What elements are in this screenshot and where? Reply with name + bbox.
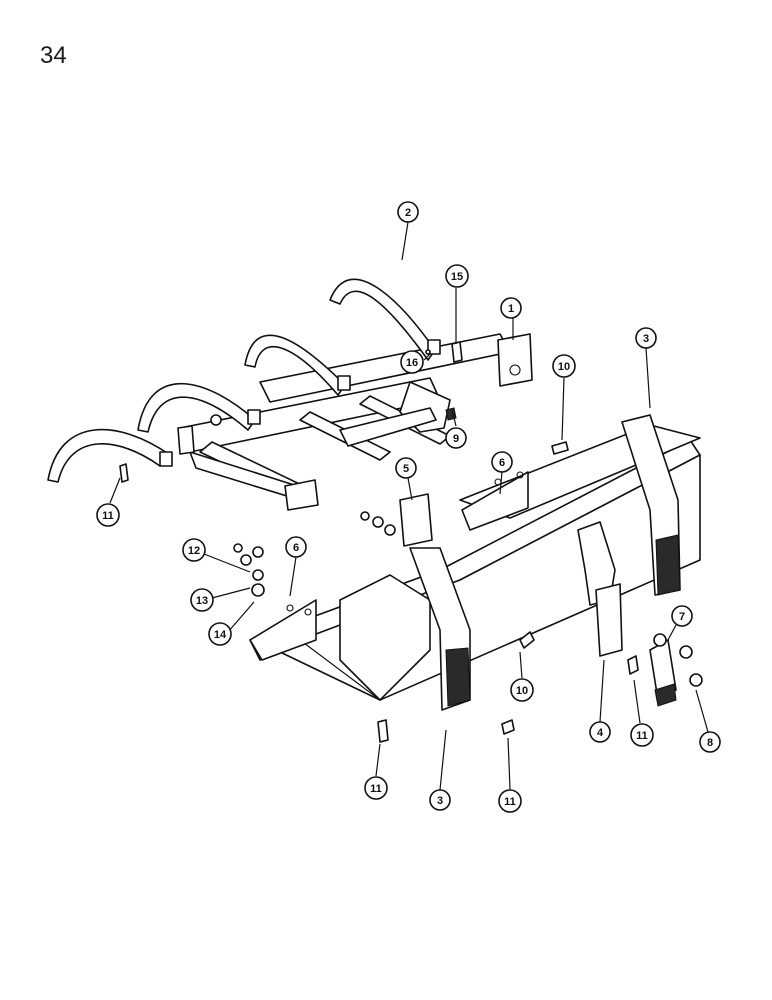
callout-7: 7 [671, 605, 693, 627]
callout-2: 2 [397, 201, 419, 223]
callout-1: 1 [500, 297, 522, 319]
callout-11-bottom-center: 11 [498, 789, 522, 813]
callout-label: 14 [214, 629, 227, 641]
callout-label: 16 [406, 357, 418, 369]
callout-6-lower: 6 [285, 536, 307, 558]
callout-16: 16 [400, 350, 424, 374]
callout-10-upper: 10 [552, 354, 576, 378]
hydraulic-cylinder [649, 633, 677, 707]
callout-15: 15 [445, 264, 469, 288]
callout-label: 3 [437, 795, 443, 807]
callout-label: 12 [188, 545, 200, 557]
callout-8: 8 [699, 731, 721, 753]
callout-6-upper: 6 [491, 451, 513, 473]
upright-brackets [399, 414, 681, 711]
callout-10-lower: 10 [510, 678, 534, 702]
callout-12: 12 [182, 538, 206, 562]
callout-label: 3 [643, 333, 649, 345]
callout-label: 9 [453, 433, 459, 445]
callout-label: 6 [293, 542, 299, 554]
mounting-plates [249, 471, 529, 661]
callout-3-upper: 3 [635, 327, 657, 349]
grapple-frame [177, 333, 533, 511]
callout-label: 10 [558, 361, 570, 373]
callout-label: 8 [707, 737, 713, 749]
callout-9: 9 [445, 427, 467, 449]
callout-label: 11 [504, 796, 516, 808]
callout-label: 6 [499, 457, 505, 469]
callout-label: 13 [196, 595, 208, 607]
callout-label: 7 [679, 611, 685, 623]
fittings [679, 645, 703, 687]
callout-label: 11 [636, 730, 648, 742]
callout-4: 4 [589, 721, 611, 743]
callout-14: 14 [208, 622, 232, 646]
callout-11-right: 11 [630, 723, 654, 747]
callout-label: 10 [516, 685, 528, 697]
callout-label: 5 [403, 463, 409, 475]
callout-label: 1 [508, 303, 514, 315]
leader-lines [109, 221, 709, 791]
page-number: 34 [40, 42, 67, 69]
grapple-tines [47, 278, 441, 483]
callout-label: 11 [370, 783, 382, 795]
callout-label: 4 [597, 727, 604, 739]
callout-3-lower: 3 [429, 789, 451, 811]
callout-label: 2 [405, 207, 411, 219]
hardware [119, 341, 639, 743]
callout-13: 13 [190, 588, 214, 612]
callout-11-left: 11 [96, 503, 120, 527]
callout-11-bottom-left: 11 [364, 776, 388, 800]
callout-5: 5 [395, 457, 417, 479]
callout-label: 11 [102, 510, 114, 522]
callout-label: 15 [451, 271, 463, 283]
